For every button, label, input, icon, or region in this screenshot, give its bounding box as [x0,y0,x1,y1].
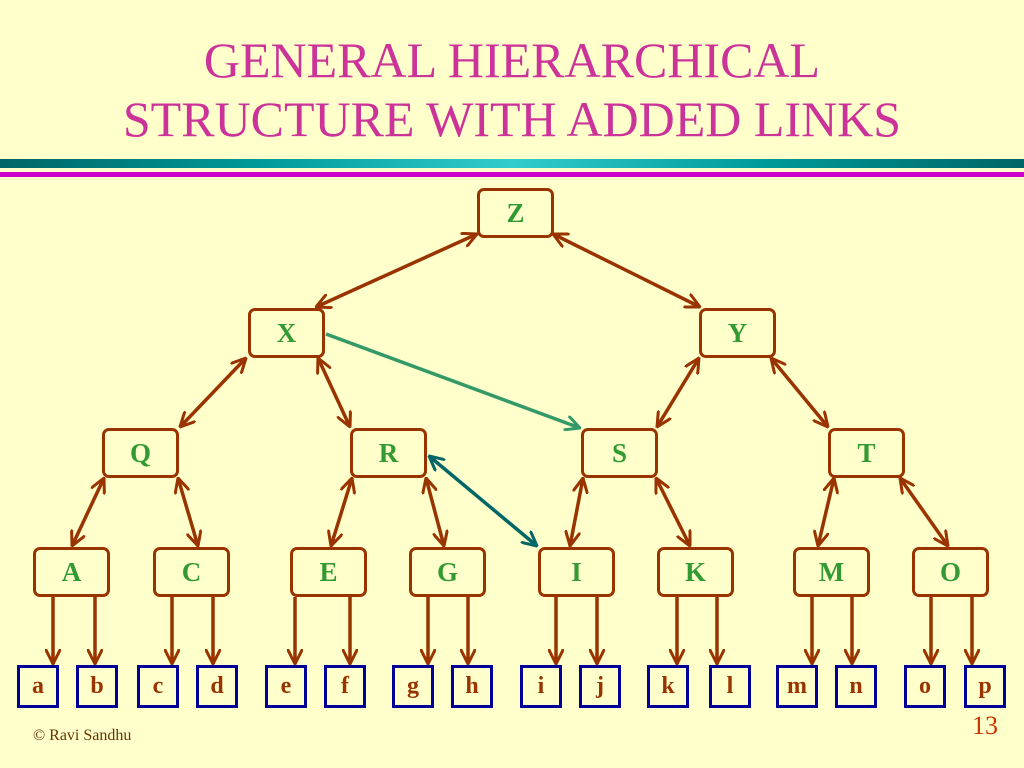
leaf-n: n [835,665,877,708]
leaf-l: l [709,665,751,708]
edge-r-e [331,478,352,546]
node-e: E [290,547,367,597]
leaf-m: m [776,665,818,708]
edge-q-c [178,478,198,546]
node-m: M [793,547,870,597]
node-a: A [33,547,110,597]
leaf-b: b [76,665,118,708]
edge-y-t [771,358,828,427]
node-r: R [350,428,427,478]
title-line-2: STRUCTURE WITH ADDED LINKS [122,91,902,147]
leaf-a: a [17,665,59,708]
magenta-divider [0,172,1024,177]
edge-x-q [180,358,246,427]
edge-z-y [553,232,700,309]
node-y: Y [699,308,776,358]
edge-z-x [316,234,477,307]
edge-t-m [818,478,834,546]
leaf-e: e [265,665,307,708]
node-i: I [538,547,615,597]
node-t: T [828,428,905,478]
node-z: Z [477,188,554,238]
leaf-h: h [451,665,493,708]
node-s: S [581,428,658,478]
leaf-c: c [137,665,179,708]
leaf-d: d [196,665,238,708]
leaf-f: f [324,665,366,708]
node-x: X [248,308,325,358]
node-c: C [153,547,230,597]
edge-r-g [426,478,444,546]
node-o: O [912,547,989,597]
leaf-k: k [647,665,689,708]
leaf-i: i [520,665,562,708]
copyright-notice: © Ravi Sandhu [33,727,132,744]
edge-t-o [900,478,948,546]
node-k: K [657,547,734,597]
edge-y-s [657,358,699,427]
teal-divider [0,159,1024,168]
title-line-1: GENERAL HIERARCHICAL [203,32,821,88]
leaf-g: g [392,665,434,708]
edge-s-k [654,478,692,546]
leaf-j: j [579,665,621,708]
edge-q-a [72,478,104,546]
edge-s-i [570,478,583,546]
leaf-o: o [904,665,946,708]
leaf-p: p [964,665,1006,708]
node-g: G [409,547,486,597]
edge-x-r [318,358,350,427]
node-q: Q [102,428,179,478]
added-link-r-to-i [429,456,537,546]
added-link-x-to-s [325,332,580,428]
page-number: 13 [972,711,998,740]
